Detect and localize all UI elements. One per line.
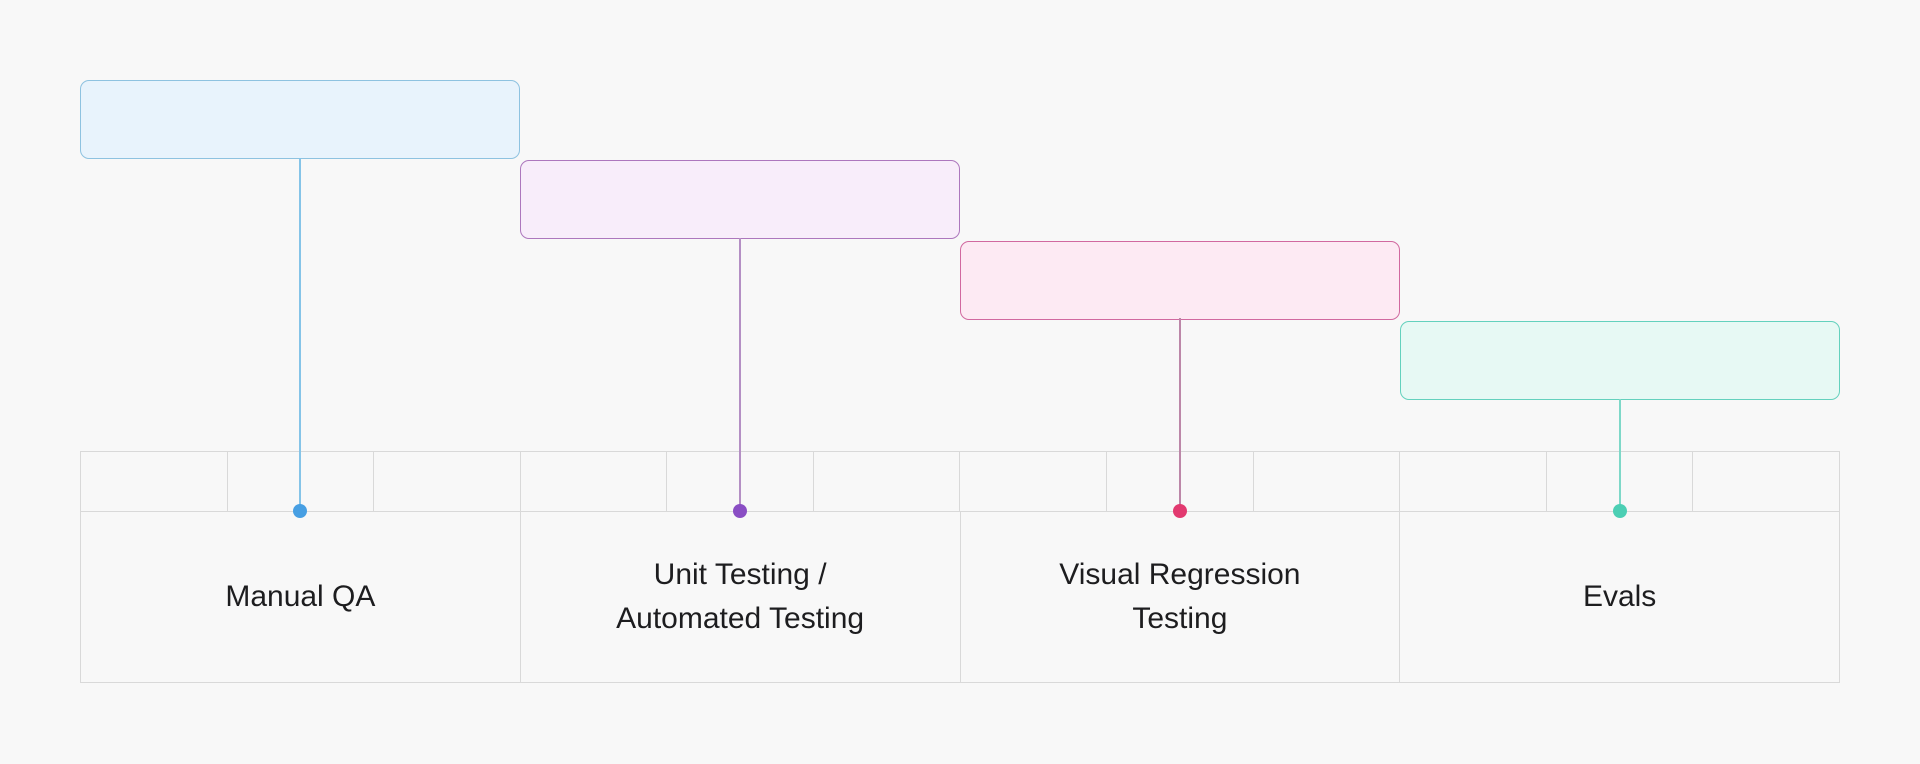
tick-cell xyxy=(374,452,521,511)
stage-label: Manual QA xyxy=(225,580,376,613)
stage-label: Evals xyxy=(1582,580,1657,613)
connector-line-unit-testing xyxy=(739,238,741,512)
timeline-tick-row xyxy=(81,452,1839,512)
label-cell-evals: Evals xyxy=(1400,512,1839,682)
stage-label: Unit Testing / Automated Testing xyxy=(616,558,865,635)
timeline-dot-manual-qa xyxy=(293,504,307,518)
tick-cell xyxy=(228,452,375,511)
timeline-dot-visual-regression xyxy=(1173,504,1187,518)
stage-box-visual-regression xyxy=(960,241,1400,320)
tick-cell xyxy=(1400,452,1547,511)
timeline-dot-unit-testing xyxy=(733,504,747,518)
tick-cell xyxy=(1107,452,1254,511)
timeline-dot-evals xyxy=(1613,504,1627,518)
tick-cell xyxy=(960,452,1108,511)
connector-line-evals xyxy=(1619,399,1621,512)
stage-label: Visual Regression Testing xyxy=(1059,558,1301,635)
tick-cell xyxy=(667,452,814,511)
timeline-table: Manual QA Unit Testing / Automated Testi… xyxy=(80,451,1840,683)
label-cell-visual-regression: Visual Regression Testing xyxy=(961,512,1401,682)
tick-cell xyxy=(1693,452,1839,511)
connector-line-manual-qa xyxy=(299,158,301,512)
tick-cell xyxy=(81,452,228,511)
stage-box-manual-qa xyxy=(80,80,520,159)
tick-cell xyxy=(1547,452,1694,511)
label-cell-unit-testing: Unit Testing / Automated Testing xyxy=(521,512,961,682)
label-cell-manual-qa: Manual QA xyxy=(81,512,521,682)
timeline-label-row: Manual QA Unit Testing / Automated Testi… xyxy=(81,512,1839,682)
stage-box-evals xyxy=(1400,321,1840,400)
tick-cell xyxy=(814,452,961,511)
tick-cell xyxy=(1254,452,1401,511)
connector-line-visual-regression xyxy=(1179,318,1181,512)
tick-cell xyxy=(521,452,668,511)
stage-box-unit-testing xyxy=(520,160,960,239)
